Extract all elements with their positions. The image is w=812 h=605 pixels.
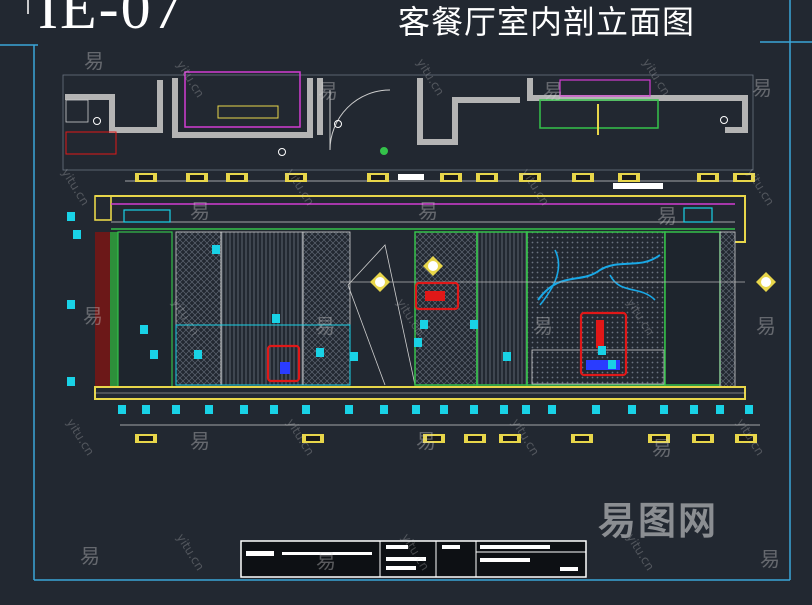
level-mark: [608, 360, 616, 369]
dimension-tag: [476, 173, 498, 182]
level-mark: [172, 405, 180, 414]
level-mark: [745, 405, 753, 414]
level-mark: [522, 405, 530, 414]
level-mark: [420, 320, 428, 329]
level-mark: [67, 377, 75, 386]
dimension-tag: [733, 173, 755, 182]
dimension-tag: [735, 434, 757, 443]
level-mark: [345, 405, 353, 414]
level-mark: [500, 405, 508, 414]
dimension-tag: [572, 173, 594, 182]
level-mark: [270, 405, 278, 414]
dimension-tag: [519, 173, 541, 182]
level-mark: [302, 405, 310, 414]
level-mark: [716, 405, 724, 414]
dimension-tag: [697, 173, 719, 182]
dimension-tag: [135, 434, 157, 443]
dimension-tag: [186, 173, 208, 182]
sheet-code: IE-07: [38, 0, 185, 41]
level-mark: [73, 230, 81, 239]
level-mark: [440, 405, 448, 414]
level-mark: [470, 320, 478, 329]
dimension-tag: [302, 434, 324, 443]
level-mark: [142, 405, 150, 414]
dimension-tag: [571, 434, 593, 443]
level-mark: [140, 325, 148, 334]
dimension-tag: [367, 173, 389, 182]
level-mark: [240, 405, 248, 414]
dimension-tag: [618, 173, 640, 182]
level-mark: [67, 212, 75, 221]
level-mark: [690, 405, 698, 414]
dimension-tag: [226, 173, 248, 182]
dimension-tag: [423, 434, 445, 443]
level-mark: [412, 405, 420, 414]
red-annotation-boxes: [266, 281, 628, 383]
top-dimension-chain: [125, 173, 755, 189]
dimension-tag: [464, 434, 486, 443]
level-mark: [150, 350, 158, 359]
level-mark: [548, 405, 556, 414]
level-mark: [660, 405, 668, 414]
level-mark: [380, 405, 388, 414]
level-mark: [316, 348, 324, 357]
level-mark: [67, 300, 75, 309]
floor-plan-strip: [62, 71, 754, 171]
cyan-level-marks: [67, 212, 753, 414]
bottom-dimension-chain: [120, 424, 760, 443]
title-block: [240, 540, 587, 578]
level-mark: [414, 338, 422, 347]
level-mark: [592, 405, 600, 414]
level-mark: [503, 352, 511, 361]
level-mark: [205, 405, 213, 414]
dimension-tag: [440, 173, 462, 182]
dimension-tag: [648, 434, 670, 443]
level-mark: [628, 405, 636, 414]
level-mark: [272, 314, 280, 323]
sheet-title: 客餐厅室内剖立面图: [398, 3, 696, 41]
elevation-section: [94, 195, 746, 400]
dimension-tag: [285, 173, 307, 182]
level-mark: [212, 245, 220, 254]
section-callouts: [340, 256, 776, 292]
level-mark: [350, 352, 358, 361]
dimension-tag: [692, 434, 714, 443]
level-mark: [470, 405, 478, 414]
dimension-tag: [499, 434, 521, 443]
level-mark: [194, 350, 202, 359]
sheet-border: [0, 0, 812, 581]
dimension-tag: [135, 173, 157, 182]
level-mark: [118, 405, 126, 414]
level-mark: [598, 346, 606, 355]
